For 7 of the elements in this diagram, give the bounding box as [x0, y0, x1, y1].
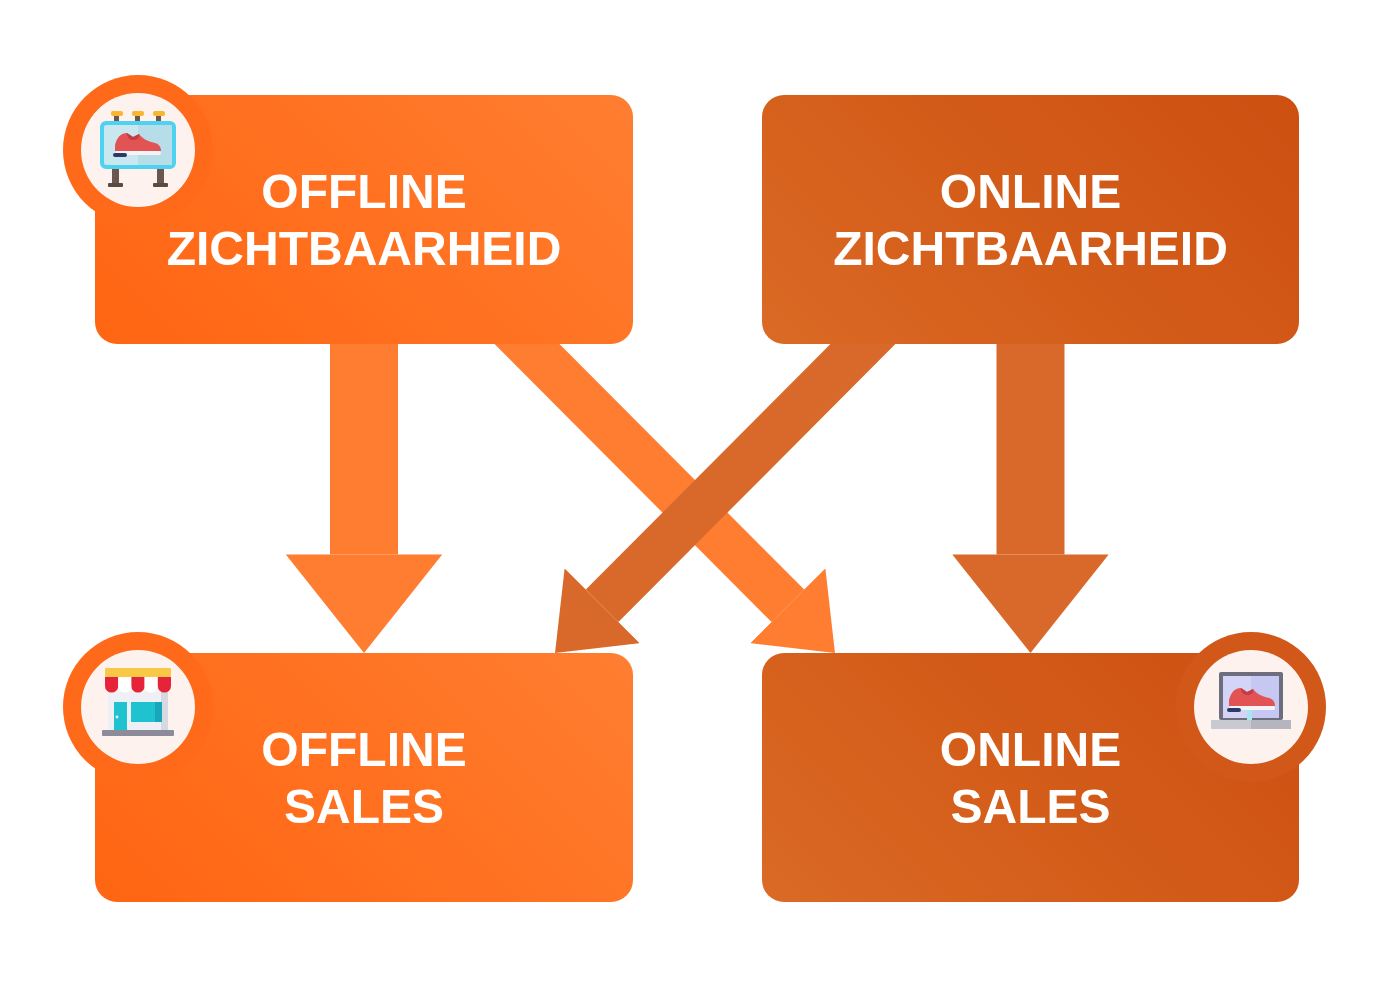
- node-title: ONLINE SALES: [939, 721, 1122, 835]
- node-title: ONLINE ZICHTBAARHEID: [833, 163, 1228, 277]
- node-title: OFFLINE ZICHTBAARHEID: [166, 163, 562, 277]
- process-box: [762, 95, 1299, 344]
- arrow: [952, 344, 1109, 653]
- arrow: [285, 344, 443, 653]
- node-title: OFFLINE SALES: [261, 721, 467, 835]
